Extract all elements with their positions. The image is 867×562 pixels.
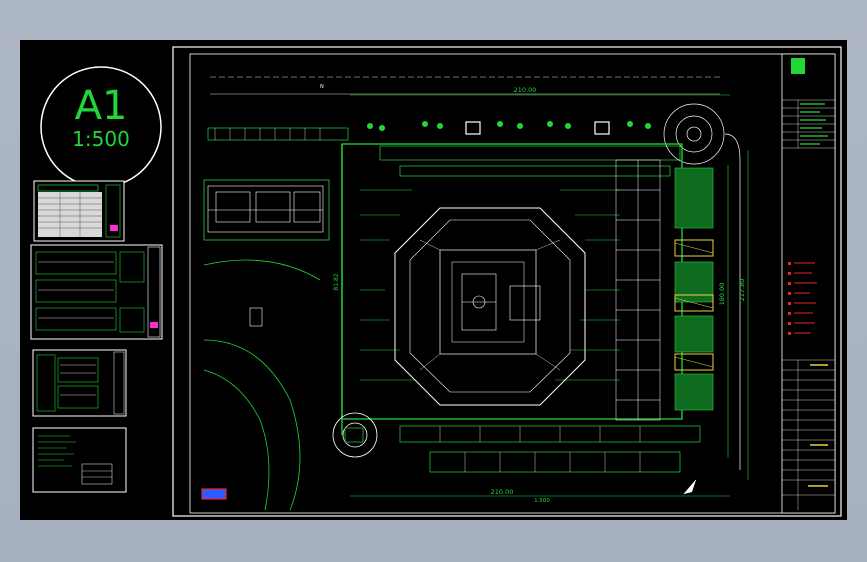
thumbnail-sheet-1[interactable] bbox=[33, 180, 125, 242]
north-arrow-icon bbox=[683, 479, 697, 495]
roundabout-south bbox=[332, 412, 378, 458]
dimension-right: 180.00 217.80 bbox=[718, 150, 749, 480]
parking-grid bbox=[360, 189, 620, 381]
thumbnail-sheet-4[interactable] bbox=[32, 427, 127, 493]
north-road-label: N bbox=[320, 84, 324, 90]
tree-row bbox=[367, 121, 651, 131]
east-colonnade bbox=[615, 159, 661, 421]
title-block bbox=[781, 53, 836, 514]
svg-text:210.00: 210.00 bbox=[491, 488, 514, 496]
west-building bbox=[207, 185, 324, 233]
cad-model-space[interactable]: A1 1:500 bbox=[20, 40, 847, 520]
svg-text:1:500: 1:500 bbox=[534, 498, 550, 504]
arena-building bbox=[394, 207, 586, 406]
dimension-top: 210.00 bbox=[350, 86, 730, 96]
dimension-left: 81.82 bbox=[333, 273, 340, 290]
svg-text:81.82: 81.82 bbox=[333, 273, 340, 290]
svg-text:217.80: 217.80 bbox=[738, 279, 746, 302]
main-site-plan-sheet[interactable]: 210.00 N bbox=[172, 46, 842, 517]
roundabout-north bbox=[663, 103, 741, 470]
dimension-bottom: 210.00 1:500 bbox=[350, 488, 730, 504]
east-planting bbox=[674, 167, 714, 411]
thumbnail-sheet-3[interactable] bbox=[32, 349, 127, 417]
scale-label: 1:500 bbox=[72, 127, 130, 151]
z-markers bbox=[465, 121, 610, 135]
north-building-row bbox=[207, 127, 681, 177]
basketball-court bbox=[461, 273, 497, 331]
south-building-row bbox=[399, 425, 701, 473]
legend-stamp-icon bbox=[201, 488, 227, 500]
thumbnail-sheet-2[interactable] bbox=[30, 244, 163, 340]
svg-text:180.00: 180.00 bbox=[718, 283, 726, 306]
paper-size-label: A1 bbox=[75, 83, 128, 129]
svg-text:210.00: 210.00 bbox=[514, 86, 537, 94]
scale-stamp: A1 1:500 bbox=[40, 66, 162, 188]
